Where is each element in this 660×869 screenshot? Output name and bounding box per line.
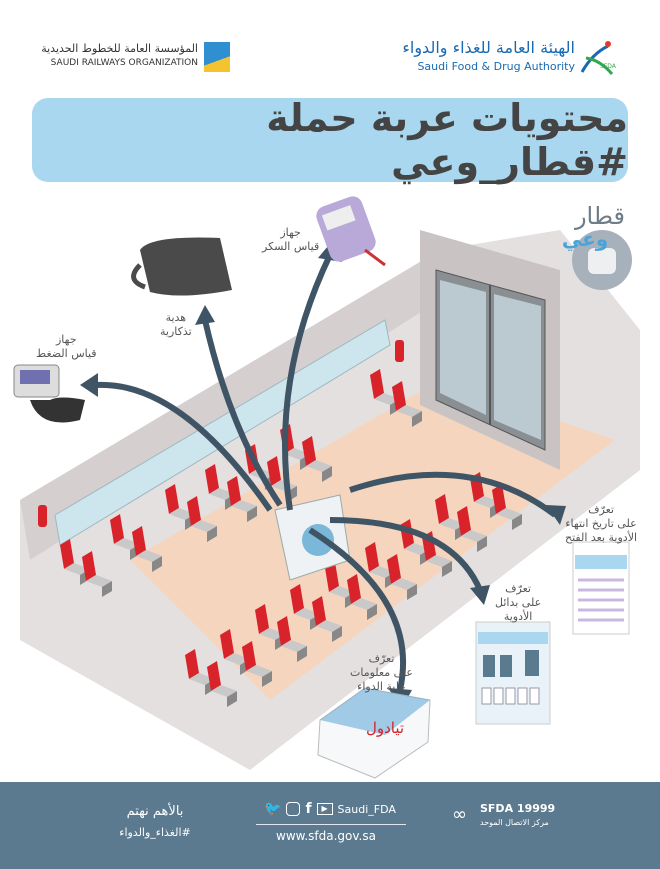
alternatives-leaflet: [475, 621, 551, 725]
seat: [435, 494, 465, 540]
arrowhead: [195, 305, 215, 325]
logo-word-train: قطار: [574, 202, 625, 230]
label-package: تعرّف على معلومات علبة الدواء: [350, 652, 413, 694]
hotline-label: مركز الاتصال الموحد: [480, 818, 549, 827]
sfda-logo-text: الهيئة العامة للغذاء والدواء Saudi Food …: [390, 38, 575, 78]
facebook-icon[interactable]: f: [305, 801, 312, 817]
seat: [325, 562, 355, 608]
arrow-to-expiry: [349, 471, 557, 518]
saudi-railways-logo: المؤسسة العامة للخطوط الحديدية SAUDI RAI…: [30, 40, 230, 76]
fire-extinguisher: [38, 505, 47, 527]
title-banner: محتويات عربة حملة #قطار_وعي: [32, 96, 628, 184]
train-awareness-logo: قطار وعي: [562, 202, 632, 290]
label-line: على بدائل: [495, 596, 542, 609]
arrows: [94, 253, 557, 691]
sfda-emblem-icon: SFDA: [580, 41, 617, 75]
fire-extinguisher: [395, 340, 404, 362]
seat: [387, 554, 417, 600]
railways-name-en: SAUDI RAILWAYS ORGANIZATION: [50, 58, 198, 68]
label-line: الأدوية: [503, 610, 533, 623]
label-bp-monitor: جهاز قياس الضغط: [36, 333, 97, 361]
window-band: [54, 319, 391, 546]
footer: بالأهم نهتم #الغذاء_والدواء 🐦 f ▶ Saudi_…: [0, 782, 660, 869]
label-line: على معلومات: [350, 666, 413, 679]
blood-pressure-monitor: [13, 364, 85, 423]
label-alternatives: تعرّف على بدائل الأدوية: [495, 582, 541, 624]
divider: [256, 824, 406, 825]
seat: [255, 604, 285, 650]
arrowhead: [546, 505, 566, 525]
train-car-illustration: تيادول: [13, 196, 640, 779]
website-link[interactable]: www.sfda.gov.sa: [276, 829, 376, 843]
medicine-box: تيادول: [317, 687, 431, 779]
slogan: بالأهم نهتم: [126, 804, 184, 819]
logo-word-awareness: وعي: [562, 227, 608, 252]
seat: [277, 616, 307, 662]
railways-emblem-icon: [204, 42, 230, 72]
arrow-to-bp: [94, 381, 273, 512]
sfda-name-ar: الهيئة العامة للغذاء والدواء: [402, 38, 575, 57]
car-floor: [130, 380, 615, 700]
label-line: تذكارية: [160, 325, 192, 338]
arrow-to-package: [308, 527, 407, 691]
hotline-number[interactable]: SFDA 19999: [480, 802, 556, 815]
sfda-badge: SFDA: [600, 63, 617, 70]
seat: [312, 596, 342, 642]
hashtag: #الغذاء_والدواء: [119, 826, 191, 839]
seat: [187, 496, 217, 542]
seat: [302, 436, 332, 482]
expiry-leaflet: [572, 541, 630, 635]
glucose-meter: [316, 196, 386, 267]
social-links: 🐦 f ▶ Saudi_FDA: [264, 801, 396, 817]
seat: [207, 661, 237, 707]
package-brand: تيادول: [366, 719, 404, 737]
seat: [347, 574, 377, 620]
instagram-icon[interactable]: [286, 802, 301, 816]
label-expiry: تعرّف على تاريخ انتهاء الأدوية بعد الفتح: [565, 503, 637, 545]
label-line: على تاريخ انتهاء: [565, 517, 637, 530]
sfda-name-en: Saudi Food & Drug Authority: [417, 60, 575, 73]
hotline-icon: ∞: [452, 804, 467, 825]
seat: [227, 476, 257, 522]
label-line: جهاز: [280, 226, 301, 239]
railways-name-ar: المؤسسة العامة للخطوط الحديدية: [41, 42, 198, 55]
arrowhead: [80, 373, 98, 397]
label-line: جهاز: [56, 333, 77, 346]
page-title: محتويات عربة حملة #قطار_وعي: [266, 96, 628, 184]
seat-rows: [60, 369, 522, 707]
label-line: تعرّف: [505, 582, 531, 595]
label-line: تعرّف: [368, 652, 395, 665]
label-gift: هدية تذكارية: [160, 311, 192, 339]
seat: [392, 381, 422, 427]
seat: [492, 484, 522, 530]
youtube-icon[interactable]: ▶: [316, 803, 333, 815]
label-line: قياس السكر: [262, 240, 320, 253]
label-line: هدية: [165, 311, 187, 324]
label-line: الأدوية بعد الفتح: [565, 531, 638, 544]
label-glucose-meter: جهاز قياس السكر: [262, 226, 319, 254]
seat: [132, 526, 162, 572]
label-line: قياس الضغط: [36, 347, 97, 360]
arrow-to-alternatives: [329, 517, 483, 592]
seat: [242, 641, 272, 687]
seat: [82, 551, 112, 597]
seat: [457, 506, 487, 552]
seat: [220, 629, 250, 675]
arrow-to-glucose: [282, 253, 333, 511]
arrowhead: [470, 585, 490, 605]
social-handle[interactable]: Saudi_FDA: [337, 802, 396, 816]
gift-pouch: [131, 237, 232, 296]
label-line: تعرّف: [588, 503, 614, 516]
twitter-icon[interactable]: 🐦: [264, 801, 282, 817]
label-line: علبة الدواء: [357, 680, 406, 693]
arrow-to-gift: [202, 319, 283, 507]
